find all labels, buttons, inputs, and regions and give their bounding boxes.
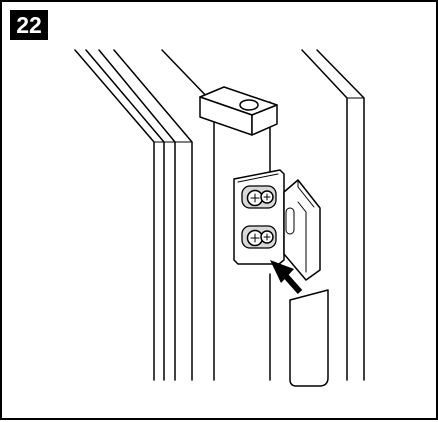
top-hinge-bracket-icon	[199, 86, 278, 136]
door-panel-icon	[74, 49, 215, 381]
arrow-icon	[270, 260, 303, 294]
label-plate-icon	[289, 289, 329, 387]
latch-cover-icon	[283, 179, 321, 281]
screw-icon	[246, 189, 274, 207]
step-number-badge: 22	[10, 10, 48, 40]
hinge-bracket-icon	[233, 169, 285, 265]
screw-icon	[246, 229, 274, 247]
